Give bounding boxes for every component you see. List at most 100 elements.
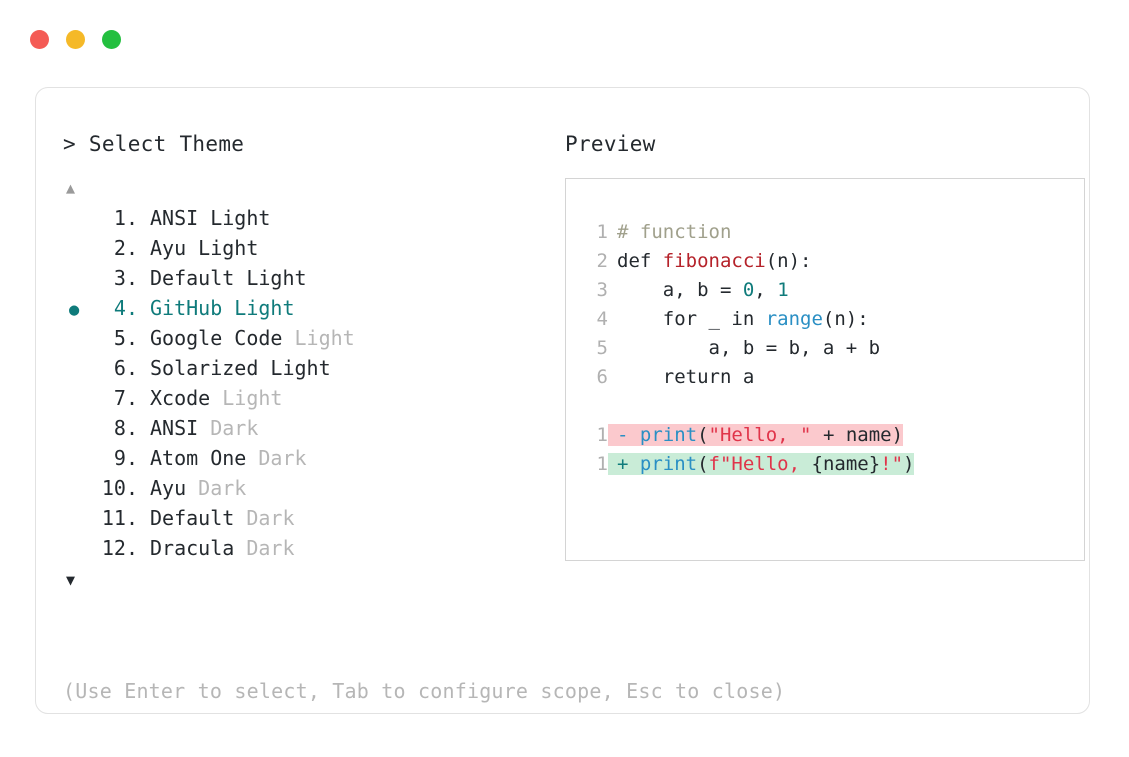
theme-list-item[interactable]: 11.Default Dark	[63, 506, 543, 536]
window-traffic-lights	[30, 30, 121, 49]
theme-item-number: 3.	[113, 266, 138, 290]
theme-list-item[interactable]: 6. Solarized Light	[63, 356, 543, 386]
theme-list-item[interactable]: 9. Atom One Dark	[63, 446, 543, 476]
code-token: ,	[754, 279, 778, 301]
theme-item-variant: Dark	[198, 416, 259, 440]
theme-item-variant: Dark	[234, 536, 295, 560]
theme-item-number: 5.	[113, 326, 138, 350]
keyboard-hint: (Use Enter to select, Tab to configure s…	[63, 679, 786, 703]
code-line: 6 return a	[566, 366, 1084, 395]
theme-list-item[interactable]: 2.Ayu Light	[63, 236, 543, 266]
theme-item-name: ANSI	[150, 416, 199, 440]
code-token: print	[639, 424, 698, 446]
diff-added-line: + print(f"Hello, {name}!")	[608, 453, 915, 475]
theme-list-item[interactable]: 1. ANSI Light	[63, 206, 543, 236]
code-token: return a	[617, 366, 755, 388]
theme-item-number: 6.	[113, 356, 138, 380]
code-token: !"	[880, 453, 904, 475]
theme-item-variant: Light	[222, 296, 295, 320]
code-line-text: return a	[608, 366, 755, 388]
code-line-text: for _ in range(n):	[608, 308, 869, 330]
theme-list-item[interactable]: ●4.GitHub Light	[63, 296, 543, 326]
theme-item-variant: Dark	[246, 446, 307, 470]
scroll-down-icon[interactable]: ▼	[66, 571, 76, 589]
code-token: (n):	[765, 250, 812, 272]
theme-item-name: Default	[150, 266, 235, 290]
code-line-text: def fibonacci(n):	[608, 250, 811, 272]
theme-list-item[interactable]: 7. Xcode Light	[63, 386, 543, 416]
theme-item-number: 11.	[101, 506, 138, 530]
theme-item-variant: Light	[210, 386, 283, 410]
code-line: 1+ print(f"Hello, {name}!")	[566, 453, 1084, 482]
theme-item-variant: Dark	[186, 476, 247, 500]
line-number: 1	[596, 424, 608, 446]
preview-header: Preview	[565, 132, 656, 156]
code-token: "Hello, "	[708, 424, 812, 446]
theme-list[interactable]: 1. ANSI Light 2.Ayu Light 3. Default Light…	[63, 206, 543, 566]
maximize-window-dot[interactable]	[102, 30, 121, 49]
line-number: 2	[596, 250, 608, 272]
theme-item-number: 1.	[113, 206, 138, 230]
theme-item-variant: Light	[186, 236, 259, 260]
theme-item-name: Solarized	[150, 356, 259, 380]
code-token: (	[697, 424, 709, 446]
theme-picker-body: > Select Theme Preview ▲ 1. ANSI Light 2.…	[63, 132, 1085, 703]
code-line	[566, 395, 1084, 424]
theme-list-item[interactable]: 8.ANSI Dark	[63, 416, 543, 446]
theme-list-item[interactable]: 12.Dracula Dark	[63, 536, 543, 566]
bullet-spacer	[63, 540, 93, 560]
code-token: fibonacci	[662, 250, 766, 272]
theme-list-item[interactable]: 5. Google Code Light	[63, 326, 543, 356]
code-token: + name)	[811, 424, 904, 446]
bullet-spacer	[63, 420, 93, 440]
theme-item-name: Xcode	[150, 386, 211, 410]
line-number: 3	[596, 279, 608, 301]
code-line: 3 a, b = 0, 1	[566, 279, 1084, 308]
diff-removed-line: - print("Hello, " + name)	[608, 424, 904, 446]
close-window-dot[interactable]	[30, 30, 49, 49]
scroll-up-icon[interactable]: ▲	[66, 179, 76, 197]
code-line-text: a, b = 0, 1	[608, 279, 789, 301]
code-token: print	[639, 453, 698, 475]
code-line: 1- print("Hello, " + name)	[566, 424, 1084, 453]
column-headers: > Select Theme Preview	[63, 132, 1065, 162]
code-line: 4 for _ in range(n):	[566, 308, 1084, 337]
code-token: )	[903, 453, 915, 475]
code-token: 1	[777, 279, 789, 301]
code-token: a, b = b, a + b	[617, 337, 881, 359]
code-token: # function	[617, 221, 732, 243]
theme-list-item[interactable]: 3.Default Light	[63, 266, 543, 296]
code-token: range	[765, 308, 823, 330]
theme-item-name: Ayu	[150, 476, 187, 500]
theme-item-variant: Light	[282, 326, 355, 350]
theme-list-item[interactable]: 10.Ayu Dark	[63, 476, 543, 506]
theme-item-variant: Light	[258, 356, 331, 380]
theme-item-number: 7.	[113, 386, 138, 410]
code-line: 1# function	[566, 221, 1084, 250]
code-token: for _ in	[617, 308, 766, 330]
code-line-text: # function	[608, 221, 731, 243]
theme-item-name: ANSI	[150, 206, 199, 230]
selected-bullet-icon: ●	[69, 300, 80, 320]
theme-item-name: Atom One	[150, 446, 247, 470]
theme-list-column: ▲ 1. ANSI Light 2.Ayu Light 3. Default Lig…	[63, 178, 543, 590]
theme-item-number: 4.	[113, 296, 138, 320]
line-number: 6	[596, 366, 608, 388]
code-line: 5 a, b = b, a + b	[566, 337, 1084, 366]
theme-item-name: Ayu	[150, 236, 187, 260]
theme-item-name: Google Code	[150, 326, 283, 350]
bullet-spacer	[63, 210, 93, 230]
minimize-window-dot[interactable]	[66, 30, 85, 49]
code-token: +	[617, 453, 640, 475]
code-token: def	[617, 250, 663, 272]
select-theme-prompt: > Select Theme	[63, 132, 245, 156]
theme-picker-card: > Select Theme Preview ▲ 1. ANSI Light 2.…	[35, 87, 1090, 714]
theme-item-number: 9.	[113, 446, 138, 470]
code-line-text	[608, 395, 628, 417]
code-line-text: a, b = b, a + b	[608, 337, 881, 359]
bullet-spacer	[63, 480, 93, 500]
theme-item-variant: Light	[198, 206, 271, 230]
code-token: f"Hello,	[708, 453, 812, 475]
